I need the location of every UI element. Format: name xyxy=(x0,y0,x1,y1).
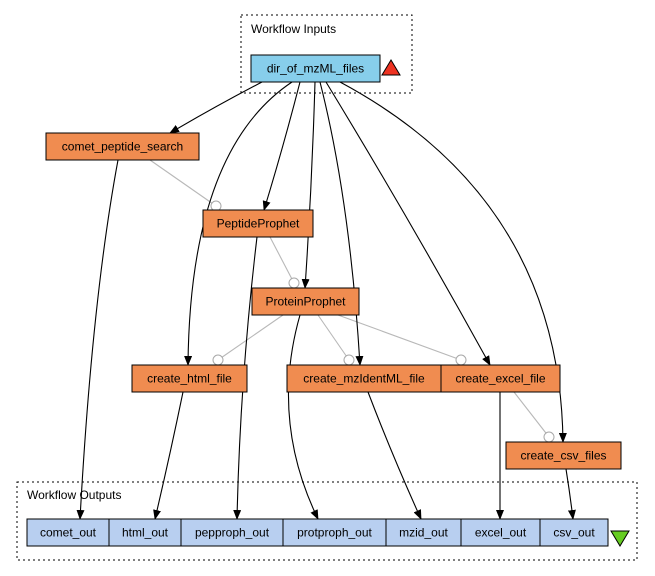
output-box[interactable] xyxy=(539,518,609,547)
workflow-inputs-title: Workflow Inputs xyxy=(251,22,336,36)
output-node-comet_out[interactable]: comet_out xyxy=(26,518,110,547)
workflow-outputs-frame xyxy=(16,481,638,561)
output-port-marker-icon xyxy=(610,530,630,547)
output-box[interactable] xyxy=(26,518,110,547)
processor-label: create_csv_files xyxy=(520,449,606,463)
output-label: pepproph_out xyxy=(195,526,270,540)
output-label: csv_out xyxy=(553,526,595,540)
processor-node-create_csv_files[interactable]: create_csv_files xyxy=(505,441,622,470)
output-label: comet_out xyxy=(40,526,97,540)
control-link-ProteinProphet-to-create_html_file xyxy=(217,314,284,361)
data-link-create_html_file-to-html_out xyxy=(153,391,184,520)
output-box[interactable] xyxy=(385,518,462,547)
output-label: excel_out xyxy=(475,526,527,540)
processor-nodes: comet_peptide_searchPeptideProphetProtei… xyxy=(45,132,622,470)
control-link-end-icon xyxy=(543,431,555,443)
control-link-ProteinProphet-to-create_mzIdentML_file xyxy=(317,314,350,361)
output-node-protproph_out[interactable]: protproph_out xyxy=(282,518,387,547)
data-link-dir_of_mzML_files-to-ProteinProphet xyxy=(301,81,316,289)
processor-box[interactable] xyxy=(202,209,314,238)
control-link-end-icon xyxy=(288,277,300,289)
processor-label: create_mzIdentML_file xyxy=(303,372,425,386)
data-link-ProteinProphet-to-protproph_out xyxy=(287,314,319,520)
output-label: mzid_out xyxy=(399,526,448,540)
control-link-ProteinProphet-to-create_excel_file xyxy=(337,314,462,361)
output-node-html_out[interactable]: html_out xyxy=(108,518,182,547)
data-link-dir_of_mzML_files-to-PeptideProphet xyxy=(262,81,301,211)
processor-node-ProteinProphet[interactable]: ProteinProphet xyxy=(251,287,360,316)
control-link-create_excel_file-to-create_csv_files xyxy=(513,391,550,438)
output-box[interactable] xyxy=(460,518,541,547)
processor-node-comet_peptide_search[interactable]: comet_peptide_search xyxy=(45,132,200,161)
output-node-csv_out[interactable]: csv_out xyxy=(539,518,609,547)
input-node-dir_of_mzML_files[interactable]: dir_of_mzML_files xyxy=(250,54,381,83)
control-link-end-icon xyxy=(455,354,467,366)
output-box[interactable] xyxy=(282,518,387,547)
processor-node-PeptideProphet[interactable]: PeptideProphet xyxy=(202,209,314,238)
processor-box[interactable] xyxy=(440,364,561,393)
workflow-inputs-frame xyxy=(240,14,413,94)
control-link-end-icon xyxy=(343,354,355,366)
control-link-comet_peptide_search-to-PeptideProphet xyxy=(149,159,217,207)
data-link-dir_of_mzML_files-to-comet_peptide_search xyxy=(169,81,263,134)
processor-box[interactable] xyxy=(131,364,248,393)
data-link-create_csv_files-to-csv_out xyxy=(565,468,576,520)
workflow-outputs-cluster: Workflow Outputs xyxy=(16,481,638,561)
processor-box[interactable] xyxy=(505,441,622,470)
output-label: protproph_out xyxy=(297,526,372,540)
workflow-inputs-cluster: Workflow Inputs xyxy=(240,14,413,94)
input-nodes: dir_of_mzML_files xyxy=(250,54,381,83)
processor-label: create_html_file xyxy=(147,372,232,386)
input-port-marker-icon xyxy=(381,59,401,76)
data-link-dir_of_mzML_files-to-create_mzIdentML_file xyxy=(319,81,364,366)
processor-node-create_excel_file[interactable]: create_excel_file xyxy=(440,364,561,393)
output-nodes: comet_out html_out pepproph_out protproph_o… xyxy=(26,518,609,547)
output-box[interactable] xyxy=(108,518,182,547)
input-label: dir_of_mzML_files xyxy=(267,62,364,76)
input-box[interactable] xyxy=(250,54,381,83)
processor-label: create_excel_file xyxy=(455,372,545,386)
data-link-dir_of_mzML_files-to-create_excel_file xyxy=(325,81,491,366)
output-node-excel_out[interactable]: excel_out xyxy=(460,518,541,547)
workflow-outputs-title: Workflow Outputs xyxy=(27,488,121,502)
output-node-pepproph_out[interactable]: pepproph_out xyxy=(180,518,284,547)
processor-label: comet_peptide_search xyxy=(62,140,183,154)
processor-box[interactable] xyxy=(251,287,360,316)
processor-label: ProteinProphet xyxy=(265,295,346,309)
output-node-mzid_out[interactable]: mzid_out xyxy=(385,518,462,547)
processor-node-create_mzIdentML_file[interactable]: create_mzIdentML_file xyxy=(286,364,442,393)
processor-box[interactable] xyxy=(45,132,200,161)
data-link-dir_of_mzML_files-to-create_html_file xyxy=(184,81,293,366)
output-label: html_out xyxy=(122,526,169,540)
output-box[interactable] xyxy=(180,518,284,547)
processor-label: PeptideProphet xyxy=(217,217,300,231)
processor-node-create_html_file[interactable]: create_html_file xyxy=(131,364,248,393)
data-link-comet_peptide_search-to-comet_out xyxy=(76,159,119,520)
data-link-create_mzIdentML_file-to-mzid_out xyxy=(367,391,422,520)
data-links xyxy=(76,81,576,520)
control-link-PeptideProphet-to-ProteinProphet xyxy=(269,236,295,284)
control-link-end-icon xyxy=(212,354,224,366)
